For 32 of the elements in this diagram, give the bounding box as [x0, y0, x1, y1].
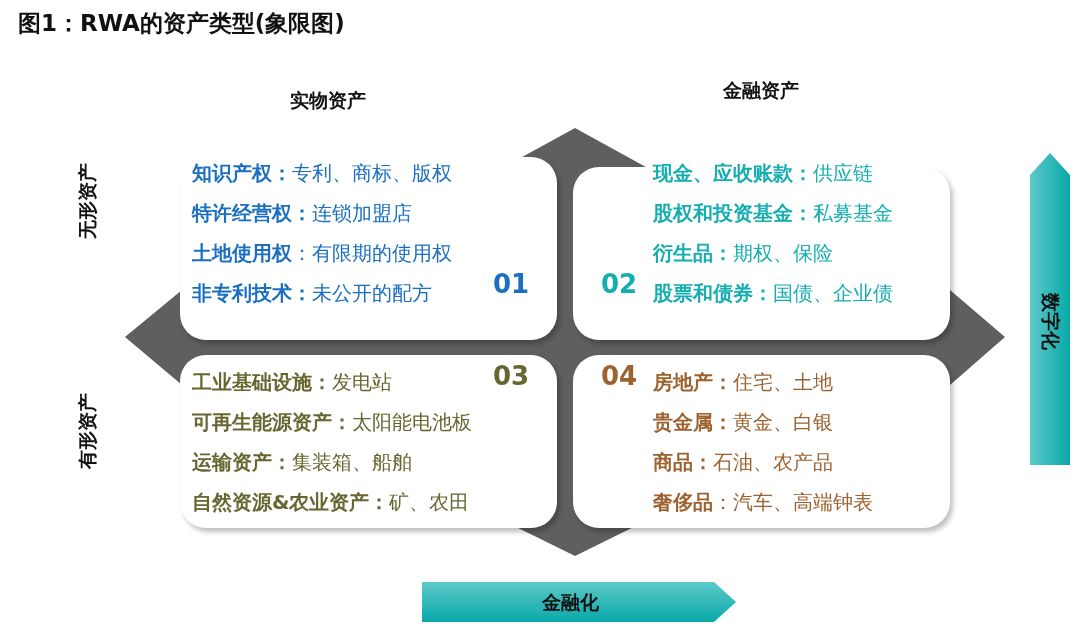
quadrant-card [180, 157, 557, 340]
list-item: 运输资产：集装箱、船舶 [192, 449, 412, 475]
list-item: 知识产权：专利、商标、版权 [192, 160, 452, 186]
list-item: 商品：石油、农产品 [653, 449, 833, 475]
axis-label: 有形资产 [75, 392, 99, 471]
quadrant-card [180, 355, 557, 528]
list-item: 房地产：住宅、土地 [653, 369, 833, 395]
quadrant-number: 01 [493, 269, 530, 299]
list-item: 特许经营权：连锁加盟店 [192, 200, 412, 226]
quadrant-number: 02 [601, 269, 638, 299]
axis-label: 金融化 [542, 590, 599, 615]
axis-label: 无形资产 [75, 162, 99, 241]
list-item: 衍生品：期权、保险 [653, 240, 833, 266]
quadrant-card [573, 355, 950, 528]
list-item: 可再生能源资产：太阳能电池板 [192, 409, 472, 435]
list-item: 土地使用权：有限期的使用权 [192, 240, 452, 266]
list-item: 现金、应收账款：供应链 [653, 160, 873, 186]
arrow-band [1030, 153, 1070, 465]
list-item: 贵金属：黄金、白银 [653, 409, 833, 435]
axis-label: 金融资产 [723, 78, 799, 103]
quadrant-number: 03 [493, 361, 530, 391]
list-item: 股权和投资基金：私募基金 [653, 200, 893, 226]
list-item: 自然资源&农业资产：矿、农田 [192, 489, 470, 515]
axis-label: 实物资产 [290, 88, 366, 113]
title: 图1：RWA的资产类型(象限图) [18, 9, 345, 38]
list-item: 股票和债券：国债、企业债 [653, 280, 893, 306]
list-item: 奢侈品：汽车、高端钟表 [653, 489, 873, 515]
axis-label: 数字化 [1039, 291, 1063, 352]
arrow-band [422, 582, 736, 622]
quadrant-number: 04 [601, 361, 638, 391]
list-item: 非专利技术：未公开的配方 [192, 280, 432, 306]
list-item: 工业基础设施：发电站 [192, 369, 392, 395]
